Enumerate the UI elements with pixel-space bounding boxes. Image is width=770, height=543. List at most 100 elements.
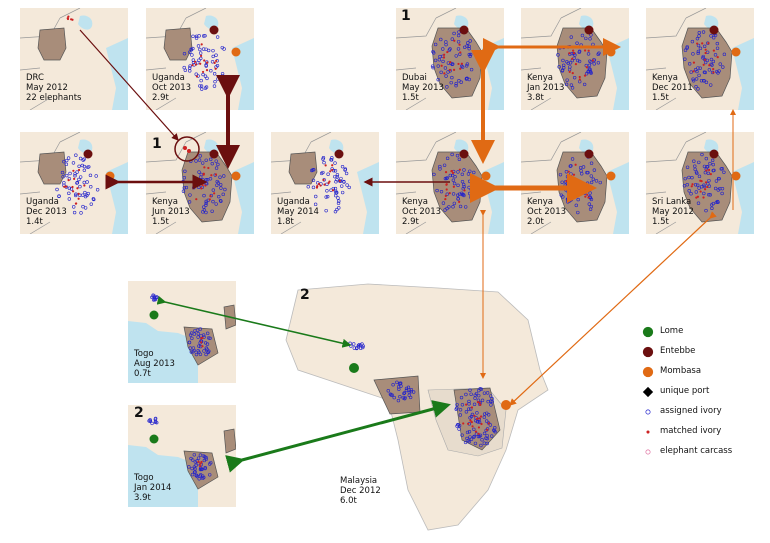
assigned-ivory-mark xyxy=(702,44,707,49)
matched-ivory-mark xyxy=(201,345,204,348)
assigned-ivory-mark xyxy=(340,184,344,188)
assigned-ivory-mark xyxy=(431,49,435,54)
legend-label: matched ivory xyxy=(660,426,722,436)
mombasa-port-marker xyxy=(105,171,115,181)
legend-item: Lome xyxy=(640,324,765,341)
assigned-ivory-mark xyxy=(360,342,364,346)
assigned-ivory-mark xyxy=(204,85,209,89)
matched-ivory-mark xyxy=(194,63,198,66)
matched-ivory-mark xyxy=(574,163,577,166)
matched-ivory-mark xyxy=(474,430,478,433)
assigned-ivory-mark xyxy=(441,47,445,51)
assigned-ivory-mark xyxy=(190,466,194,471)
assigned-ivory-mark xyxy=(188,193,192,197)
panel-label-line: Uganda xyxy=(152,73,185,83)
assigned-ivory-mark xyxy=(210,161,214,166)
assigned-ivory-mark xyxy=(77,177,81,182)
assigned-ivory-mark xyxy=(329,158,333,162)
assigned-ivory-mark xyxy=(478,386,482,391)
assigned-ivory-mark xyxy=(701,54,705,59)
matched-ivory-mark xyxy=(71,185,74,189)
assigned-ivory-mark xyxy=(713,53,718,57)
assigned-ivory-mark xyxy=(198,352,203,356)
assigned-ivory-mark xyxy=(715,46,720,50)
assigned-ivory-mark xyxy=(80,193,85,197)
assigned-ivory-mark xyxy=(470,412,475,417)
matched-ivory-mark xyxy=(583,49,587,52)
panel-label-line: Kenya xyxy=(402,197,429,207)
assigned-ivory-mark xyxy=(458,413,463,417)
matched-ivory-mark xyxy=(486,428,489,431)
matched-ivory-mark xyxy=(478,401,481,404)
matched-ivory-mark xyxy=(193,60,197,63)
panel-label-line: Togo xyxy=(134,349,154,359)
big-map-label-line: Dec 2012 xyxy=(340,486,381,496)
matched-ivory-mark xyxy=(77,192,80,195)
assigned-ivory-mark xyxy=(696,51,700,56)
assigned-ivory-mark xyxy=(450,37,454,41)
assigned-ivory-mark xyxy=(197,170,201,174)
assigned-ivory-mark xyxy=(451,205,455,209)
assigned-ivory-mark xyxy=(466,41,470,45)
assigned-ivory-mark xyxy=(212,84,217,88)
panel-label-line: Oct 2013 xyxy=(527,207,567,217)
matched-ivory-mark xyxy=(83,184,86,187)
assigned-ivory-mark xyxy=(480,398,485,403)
matched-ivory-mark xyxy=(213,192,216,195)
assigned-ivory-mark xyxy=(707,193,711,197)
assigned-ivory-mark xyxy=(357,345,361,349)
panel-label-line: Uganda xyxy=(26,197,59,207)
matched-ivory-mark xyxy=(476,401,480,404)
assigned-ivory-mark xyxy=(574,203,579,208)
assigned-ivory-mark xyxy=(710,63,714,67)
assigned-ivory-mark xyxy=(482,412,487,416)
assigned-ivory-mark xyxy=(454,81,458,86)
diamond-icon xyxy=(642,386,654,398)
assigned-ivory-mark xyxy=(493,430,497,434)
assigned-ivory-mark xyxy=(589,161,594,165)
matched-ivory-mark xyxy=(205,69,209,72)
panel-label-line: Oct 2013 xyxy=(402,207,442,217)
matched-ivory-mark xyxy=(587,49,590,52)
assigned-ivory-mark xyxy=(562,66,566,70)
matched-ivory-mark xyxy=(470,421,473,424)
assigned-ivory-mark xyxy=(88,173,93,178)
assigned-ivory-mark xyxy=(215,35,220,39)
matched-ivory-mark xyxy=(477,432,480,435)
assigned-ivory-mark xyxy=(439,189,444,194)
assigned-ivory-mark xyxy=(458,408,463,412)
assigned-ivory-mark xyxy=(188,64,192,68)
assigned-ivory-mark xyxy=(198,51,203,55)
assigned-ivory-mark xyxy=(717,69,721,73)
assigned-ivory-mark xyxy=(83,190,87,195)
assigned-ivory-mark xyxy=(715,41,720,46)
assigned-ivory-mark xyxy=(589,204,593,209)
panel-label-line: 2.9t xyxy=(402,217,419,227)
matched-ivory-mark xyxy=(450,170,453,173)
assigned-ivory-mark xyxy=(709,83,713,87)
matched-ivory-mark xyxy=(213,61,216,64)
assigned-ivory-mark xyxy=(561,58,565,63)
matched-ivory-mark xyxy=(451,171,455,175)
assigned-ivory-mark xyxy=(204,457,208,461)
assigned-ivory-mark xyxy=(710,206,714,211)
assigned-ivory-mark xyxy=(455,402,459,407)
matched-ivory-mark xyxy=(77,197,80,200)
assigned-ivory-mark xyxy=(488,394,493,398)
matched-ivory-mark xyxy=(460,62,463,65)
matched-ivory-mark xyxy=(77,168,81,172)
matched-ivory-mark xyxy=(690,185,693,188)
assigned-ivory-mark xyxy=(203,465,207,470)
panel-label-line: 1.5t xyxy=(652,217,669,227)
assigned-ivory-mark xyxy=(60,170,65,175)
assigned-ivory-mark xyxy=(460,403,465,407)
assigned-ivory-mark xyxy=(333,186,338,191)
assigned-ivory-mark xyxy=(478,433,483,438)
matched-ivory-mark xyxy=(583,74,587,77)
assigned-ivory-mark xyxy=(467,52,471,57)
assigned-ivory-mark xyxy=(469,392,473,396)
